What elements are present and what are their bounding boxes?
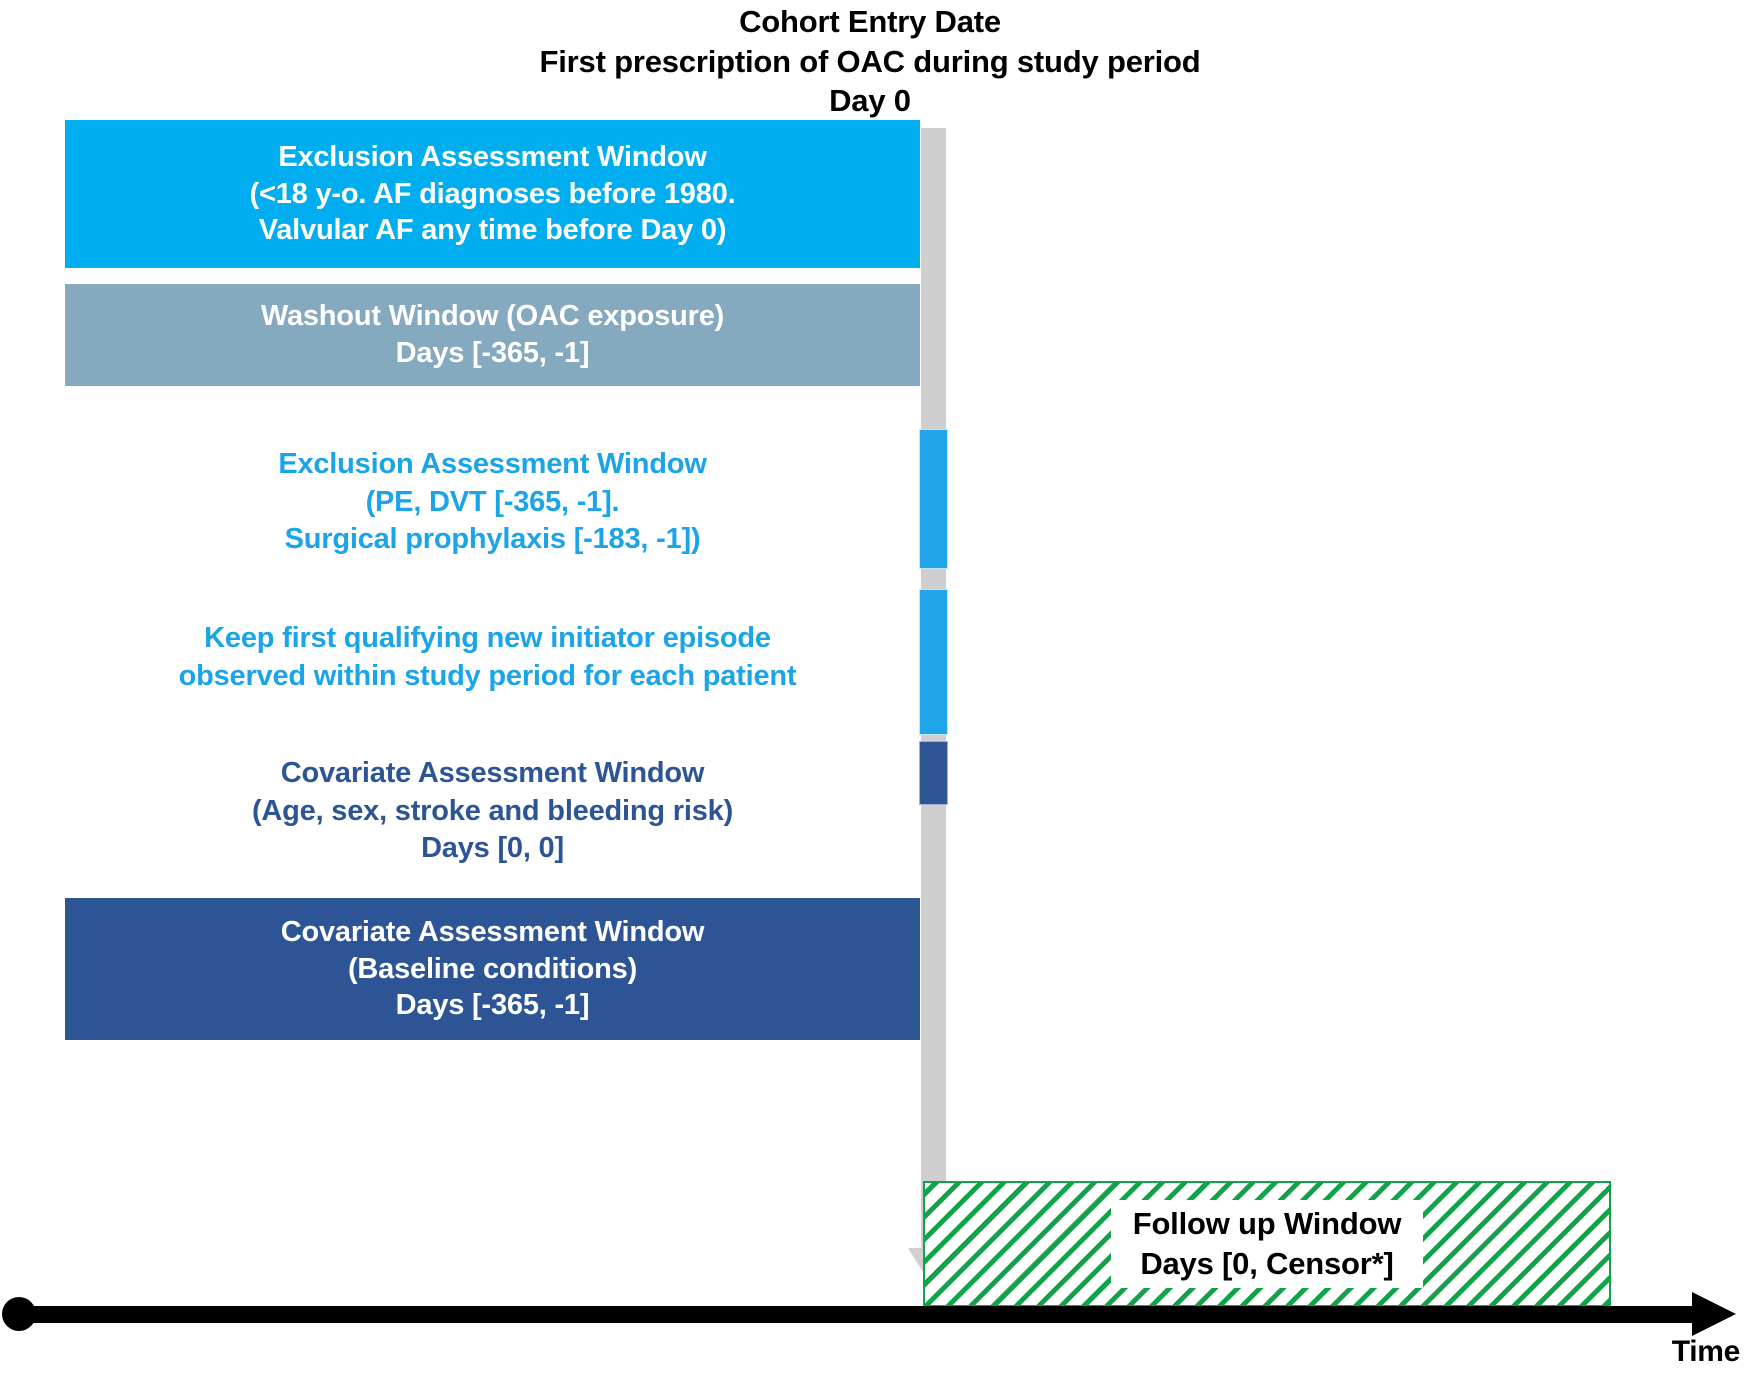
- covariate-assessment-baseline-box: Covariate Assessment Window (Baseline co…: [65, 898, 920, 1040]
- follow-up-window-line-1: Follow up Window: [1132, 1205, 1402, 1241]
- exclusion-assessment-window-2-line-1: Exclusion Assessment Window: [278, 448, 707, 480]
- follow-up-window-line-2: Days [0, Censor*]: [1140, 1246, 1394, 1281]
- covariate-assessment-day0-segment: [919, 741, 948, 805]
- covariate-assessment-day0-line-2: (Age, sex, stroke and bleeding risk): [251, 794, 734, 827]
- exclusion-assessment-window-2-line-3: Surgical prophylaxis [-183, -1]): [284, 523, 701, 556]
- exclusion-assessment-window-1-line-1: Exclusion Assessment Window: [278, 141, 707, 174]
- covariate-assessment-baseline-line-2: (Baseline conditions): [347, 952, 638, 985]
- follow-up-window-label: Follow up Window Days [0, Censor*]: [1110, 1199, 1424, 1289]
- washout-window-line-2: Days [-365, -1]: [395, 337, 590, 369]
- diagram-header: Cohort Entry Date First prescription of …: [430, 2, 1310, 121]
- exclusion-assessment-window-2-segment: [919, 429, 948, 569]
- exclusion-assessment-window-2-label: Exclusion Assessment Window (PE, DVT [-3…: [70, 446, 915, 559]
- time-axis-line: [18, 1306, 1708, 1323]
- follow-up-window-box: Follow up Window Days [0, Censor*]: [923, 1181, 1611, 1307]
- keep-first-episode-label: Keep first qualifying new initiator epis…: [60, 620, 915, 695]
- keep-first-episode-segment: [919, 589, 948, 735]
- covariate-assessment-day0-label: Covariate Assessment Window (Age, sex, s…: [70, 755, 915, 868]
- header-line-2: First prescription of OAC during study p…: [539, 43, 1201, 79]
- exclusion-assessment-window-1-box: Exclusion Assessment Window (<18 y-o. AF…: [65, 120, 920, 268]
- header-line-3: Day 0: [829, 83, 911, 119]
- washout-window-box: Washout Window (OAC exposure) Days [-365…: [65, 284, 920, 386]
- covariate-assessment-day0-line-3: Days [0, 0]: [421, 832, 564, 865]
- keep-first-episode-line-2: observed within study period for each pa…: [178, 659, 797, 692]
- exclusion-assessment-window-1-line-2: (<18 y-o. AF diagnoses before 1980.: [249, 177, 736, 210]
- time-axis-label: Time: [1671, 1335, 1741, 1368]
- time-axis-arrow-icon: [1692, 1292, 1736, 1336]
- covariate-assessment-baseline-line-3: Days [-365, -1]: [395, 989, 590, 1022]
- exclusion-assessment-window-1-line-3: Valvular AF any time before Day 0): [258, 214, 727, 247]
- covariate-assessment-day0-line-1: Covariate Assessment Window: [280, 757, 705, 789]
- washout-window-line-1: Washout Window (OAC exposure): [260, 300, 725, 333]
- covariate-assessment-baseline-line-1: Covariate Assessment Window: [280, 916, 705, 949]
- header-line-1: Cohort Entry Date: [739, 4, 1001, 39]
- exclusion-assessment-window-2-line-2: (PE, DVT [-365, -1].: [365, 485, 620, 518]
- keep-first-episode-line-1: Keep first qualifying new initiator epis…: [204, 622, 771, 654]
